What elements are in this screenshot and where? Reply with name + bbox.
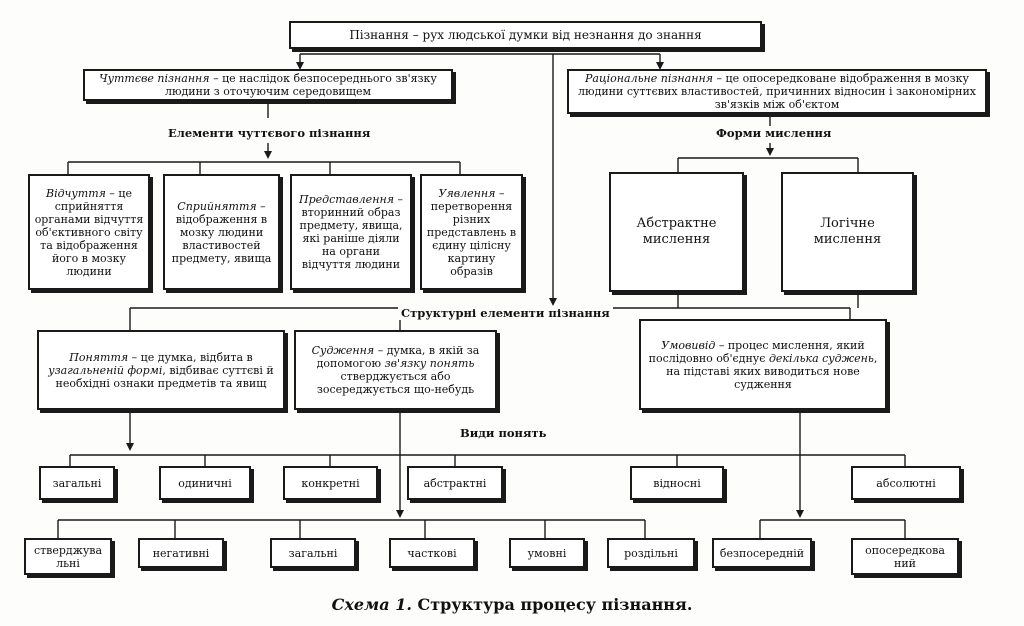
concept-types-label: Види понять [460, 426, 547, 440]
concept-box: Поняття – це думка, відбита в узагальнен… [37, 330, 285, 410]
judgment-type-affirmative-label: стверджувальні [33, 543, 103, 570]
concept-type-abstract-label: абстрактні [423, 476, 487, 490]
judgment-type-particular: часткові [389, 538, 475, 568]
sensory-cognition-box: Чуттєве пізнання – це наслідок безпосере… [83, 69, 453, 101]
sensation-term: Відчуття [45, 186, 106, 200]
sensation-box: Відчуття – це сприйняття органами відчут… [28, 174, 150, 290]
cognition-root-box: Пізнання – рух людської думки від незнан… [289, 21, 762, 49]
concept-type-abstract: абстрактні [407, 466, 503, 500]
sensory-elements-label: Елементи чуттєвого пізнання [168, 126, 371, 140]
concept-type-absolute-label: абсолютні [876, 476, 936, 490]
concept-type-relative: відносні [630, 466, 724, 500]
judgment-term: Судження [311, 344, 375, 357]
perception-def: – відображення в мозку людини властивост… [171, 199, 272, 265]
concept-type-singular-label: одиничні [178, 476, 232, 490]
concept-type-concrete-label: конкретні [301, 476, 360, 490]
judgment-box: Судження – думка, в якій за допомогою зв… [294, 330, 497, 410]
judgment-type-general: загальні [270, 538, 356, 568]
judgment-type-particular-label: часткові [407, 546, 457, 560]
judgment-type-negative-label: негативні [152, 546, 210, 560]
concept-def-em: узагальненій формі [48, 363, 163, 377]
judgment-def-em: зв'язку понять [384, 357, 475, 370]
structural-elements-label: Структурні елементи пізнання [398, 306, 613, 320]
inference-type-direct-label: безпосередній [719, 546, 805, 560]
rational-def: – це опосередковане відображення в мозку… [578, 72, 976, 111]
perception-term: Сприйняття [177, 199, 257, 213]
concept-type-absolute: абсолютні [851, 466, 961, 500]
caption-prefix: Схема 1. [331, 595, 412, 614]
judgment-type-disjunctive-label: роздільні [624, 546, 678, 560]
abstract-thinking-box: Абстрактне мислення [609, 172, 744, 292]
logical-thinking-text: Логічне мислення [813, 216, 882, 247]
judgment-type-conditional: умовні [509, 538, 585, 568]
judgment-type-affirmative: стверджувальні [24, 538, 112, 575]
judgment-type-disjunctive: роздільні [607, 538, 695, 568]
imagination-term: Уявлення [438, 186, 496, 200]
representation-def: – вторинний образ предмету, явища, які р… [299, 193, 403, 271]
concept-type-general: загальні [39, 466, 115, 500]
sensory-def: – це наслідок безпосереднього зв'язку лю… [164, 72, 437, 98]
inference-box: Умовивід – процес мислення, який послідо… [639, 319, 887, 410]
imagination-box: Уявлення – перетворення різних представл… [420, 174, 523, 290]
concept-def-1: – це думка, відбита в [128, 350, 253, 364]
sensation-def: – це сприйняття органами відчуття об'єкт… [34, 186, 144, 278]
inference-type-direct: безпосередній [712, 538, 812, 568]
inference-type-mediated: опосередкований [851, 538, 959, 575]
concept-type-general-label: загальні [52, 476, 102, 490]
representation-term: Представлення [299, 193, 394, 206]
rational-cognition-box: Раціональне пізнання – це опосередковане… [567, 69, 987, 114]
concept-type-relative-label: відносні [653, 476, 701, 490]
concept-def-2: , відбиває суттєві й необхідні ознаки пр… [55, 363, 274, 390]
judgment-type-general-label: загальні [288, 546, 338, 560]
judgment-type-conditional-label: умовні [527, 546, 567, 560]
logical-thinking-box: Логічне мислення [781, 172, 914, 292]
judgment-type-negative: негативні [138, 538, 224, 568]
concept-type-singular: одиничні [159, 466, 251, 500]
concept-term: Поняття [69, 350, 129, 364]
representation-box: Представлення – вторинний образ предмету… [290, 174, 412, 290]
inference-term: Умовивід [661, 338, 716, 352]
judgment-def-1: – думка, в якій за допомогою [316, 344, 480, 370]
inference-def-em: декілька суджень [768, 351, 874, 365]
inference-def-2: , на підставі яких виводиться нове судже… [666, 351, 878, 391]
caption-text: Структура процесу пізнання. [411, 595, 693, 614]
abstract-thinking-text: Абстрактне мислення [636, 216, 717, 247]
thinking-forms-label: Форми мислення [716, 126, 832, 140]
inference-def-1: – процес мислення, який послідовно об'єд… [648, 338, 865, 365]
imagination-def: – перетворення різних представлень в єди… [426, 186, 517, 278]
judgment-def-2: стверджується або зосереджується що-небу… [316, 370, 475, 396]
cognition-root-text: Пізнання – рух людської думки від незнан… [349, 27, 702, 42]
perception-box: Сприйняття – відображення в мозку людини… [163, 174, 280, 290]
concept-type-concrete: конкретні [283, 466, 378, 500]
sensory-term: Чуттєве пізнання [99, 72, 210, 85]
inference-type-mediated-label: опосередкований [865, 543, 945, 570]
figure-caption: Схема 1. Структура процесу пізнання. [0, 595, 1024, 614]
rational-term: Раціональне пізнання [584, 72, 713, 85]
